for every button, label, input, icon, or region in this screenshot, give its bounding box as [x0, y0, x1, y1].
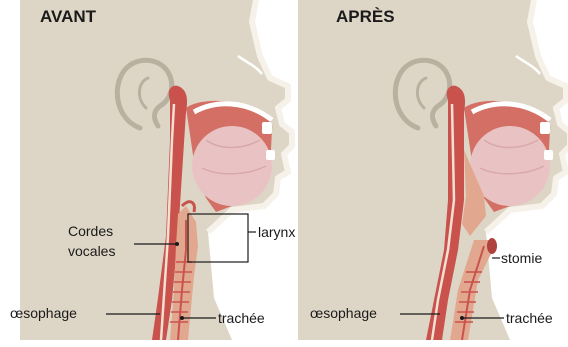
- title-before: AVANT: [40, 7, 97, 26]
- stoma-opening: [487, 238, 497, 254]
- label-trachea-after: trachée: [506, 310, 553, 326]
- label-esophagus-before: œsophage: [10, 305, 77, 321]
- title-after: APRÈS: [336, 7, 395, 26]
- label-vocal-cords-line1: Cordes: [68, 223, 113, 239]
- label-larynx: larynx: [258, 224, 295, 240]
- label-stoma: stomie: [501, 250, 542, 266]
- head-neck-illustration-after: [298, 0, 568, 340]
- panel-after: APRÈS stomie œsophage trachée: [298, 0, 568, 340]
- label-esophagus-after: œsophage: [310, 305, 377, 321]
- label-trachea-before: trachée: [218, 310, 265, 326]
- panel-before: AVANT larynx Cordes vocales œsophage tra…: [10, 0, 295, 340]
- head-neck-illustration: [20, 0, 292, 340]
- label-vocal-cords-line2: vocales: [68, 243, 115, 259]
